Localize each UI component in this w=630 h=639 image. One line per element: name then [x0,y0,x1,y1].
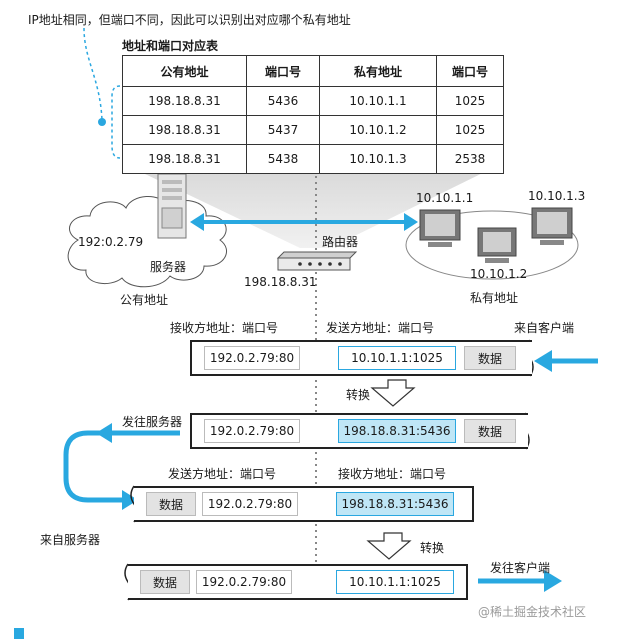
header-public-port: 端口号 [246,55,320,87]
to-server-label: 发往服务器 [122,415,183,429]
packet1-src: 10.10.1.1:1025 [338,346,456,370]
pc-icon-2 [477,227,517,263]
header-private-port: 端口号 [436,55,504,87]
server-ip-label: 192:0.2.79 [78,235,144,249]
public-cloud [67,196,227,288]
packet2-dst: 192.0.2.79:80 [204,419,300,443]
table-cell: 5436 [246,86,320,116]
table-cell: 198.18.8.31 [122,86,247,116]
send-addr-label-2: 发送方地址：端口号 [168,467,277,481]
table-cell: 198.18.8.31 [122,115,247,145]
header-private-address: 私有地址 [319,55,437,87]
annotation-leader [83,27,103,121]
table-caption: 地址和端口对应表 [122,39,219,53]
packet-strip-1: 192.0.2.79:80 10.10.1.1:1025 数据 [190,340,532,376]
private-address-label: 私有地址 [470,291,519,305]
pc-icon-3 [531,207,573,245]
table-cell: 10.10.1.1 [319,86,437,116]
packet1-dst: 192.0.2.79:80 [204,346,300,370]
server-icon [157,173,187,239]
convert-label-2: 转换 [420,541,445,555]
router-ip-label: 198.18.8.31 [244,275,317,289]
packet4-dst: 10.10.1.1:1025 [336,570,454,594]
table-cell: 5437 [246,115,320,145]
send-addr-label-1: 发送方地址：端口号 [326,321,435,335]
convert-label-1: 转换 [346,388,371,402]
from-server-label: 来自服务器 [40,533,101,547]
router-icon [276,251,358,271]
table-row: 198.18.8.31 5436 10.10.1.1 1025 [122,86,504,116]
packet4-src: 192.0.2.79:80 [196,570,292,594]
table-row: 198.18.8.31 5438 10.10.1.3 2538 [122,144,504,174]
packet-strip-2: 192.0.2.79:80 198.18.8.31:5436 数据 [190,413,528,449]
pc2-ip-label: 10.10.1.2 [470,267,528,281]
table-header-row: 公有地址 端口号 私有地址 端口号 [122,55,504,87]
packet3-dst: 198.18.8.31:5436 [336,492,454,516]
table-cell: 10.10.1.3 [319,144,437,174]
recv-addr-label-2: 接收方地址：端口号 [338,467,447,481]
annotation-bracket [111,85,121,159]
table-cell: 1025 [436,86,504,116]
router-label: 路由器 [322,235,359,249]
bottom-corner-accent [14,628,24,639]
packet4-data: 数据 [140,570,190,594]
packet3-data: 数据 [146,492,196,516]
table-cell: 5438 [246,144,320,174]
to-client-arrow [478,570,562,592]
from-client-label: 来自客户端 [514,321,575,335]
packet1-data: 数据 [464,346,516,370]
annotation-dot [98,118,106,126]
table-cell: 2538 [436,144,504,174]
table-cell: 10.10.1.2 [319,115,437,145]
packet3-src: 192.0.2.79:80 [202,492,298,516]
packet-strip-4: 数据 192.0.2.79:80 10.10.1.1:1025 [128,564,468,600]
annotation-text: IP地址相同，但端口不同，因此可以识别出对应哪个私有地址 [28,13,351,27]
packet2-src: 198.18.8.31:5436 [338,419,456,443]
table-cell: 1025 [436,115,504,145]
header-public-address: 公有地址 [122,55,247,87]
packet2-data: 数据 [464,419,516,443]
table-cell: 198.18.8.31 [122,144,247,174]
server-label: 服务器 [150,260,187,274]
pc3-ip-label: 10.10.1.3 [528,189,586,203]
convert-arrow-1 [370,379,416,407]
watermark: @稀土掘金技术社区 [478,605,587,619]
recv-addr-label-1: 接收方地址：端口号 [170,321,279,335]
packet-strip-3: 数据 192.0.2.79:80 198.18.8.31:5436 [134,486,474,522]
to-server-loop-arrow [63,423,180,510]
from-client-arrow [534,350,598,372]
table-fan-shadow [122,163,503,248]
public-address-label: 公有地址 [120,293,169,307]
pc-icon-1 [419,209,461,247]
pc1-ip-label: 10.10.1.1 [416,191,474,205]
convert-arrow-2 [366,532,412,560]
address-port-table: 公有地址 端口号 私有地址 端口号 198.18.8.31 5436 10.10… [122,55,504,174]
table-row: 198.18.8.31 5437 10.10.1.2 1025 [122,115,504,145]
to-client-label: 发往客户端 [490,561,551,575]
